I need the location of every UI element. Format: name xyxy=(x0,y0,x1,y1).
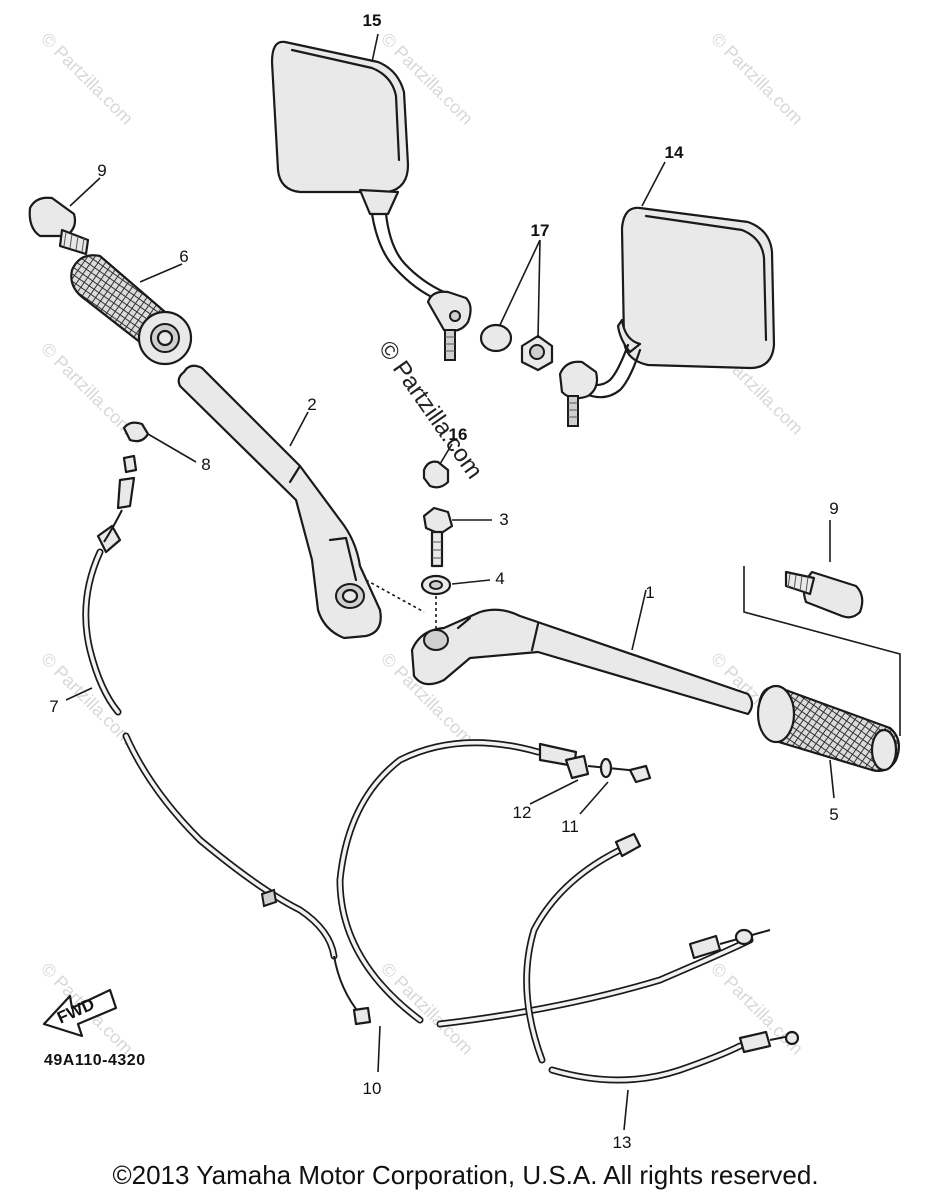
callout-7: 7 xyxy=(49,697,58,716)
callout-15: 15 xyxy=(363,11,382,30)
callout-9-right: 9 xyxy=(829,499,838,518)
leader-lines xyxy=(65,33,835,1131)
watermark: © Partzilla.com xyxy=(377,959,477,1059)
mirror-left xyxy=(270,40,472,361)
callout-5: 5 xyxy=(829,805,838,824)
callout-6: 6 xyxy=(179,247,188,266)
callout-1: 1 xyxy=(645,583,654,602)
callout-16: 16 xyxy=(449,425,468,444)
watermarks: © Partzilla.com © Partzilla.com © Partzi… xyxy=(37,29,807,1059)
throttle-cable xyxy=(336,739,771,1028)
diagram-code: 49A110-4320 xyxy=(44,1052,146,1069)
cable-13 xyxy=(523,832,800,1084)
callout-12: 12 xyxy=(513,803,532,822)
mirror-adapters xyxy=(479,323,554,372)
callout-2: 2 xyxy=(307,395,316,414)
callout-10: 10 xyxy=(363,1079,382,1098)
grip-left xyxy=(70,254,193,366)
grip-end-left xyxy=(28,196,90,256)
clutch-cable xyxy=(82,454,372,1026)
callout-4: 4 xyxy=(495,569,504,588)
grip-end-right xyxy=(743,566,901,736)
callout-3: 3 xyxy=(499,510,508,529)
copyright-notice: ©2013 Yamaha Motor Corporation, U.S.A. A… xyxy=(112,1160,819,1190)
bolt-assembly xyxy=(365,460,454,630)
watermark: © Partzilla.com xyxy=(37,339,137,439)
callout-9-left: 9 xyxy=(97,161,106,180)
callout-17: 17 xyxy=(531,221,550,240)
callout-11: 11 xyxy=(561,817,579,836)
grip-right xyxy=(756,684,901,772)
callout-13: 13 xyxy=(613,1133,632,1152)
cable-clip xyxy=(122,421,150,443)
watermark: © Partzilla.com xyxy=(37,29,137,129)
watermark: © Partzilla.com xyxy=(707,29,807,129)
throttle-adjuster xyxy=(564,754,652,784)
callout-numbers: 15 14 17 9 6 2 8 16 3 4 1 9 5 7 12 11 10… xyxy=(49,11,838,1152)
callout-14: 14 xyxy=(665,143,684,162)
mirror-right xyxy=(558,206,776,427)
handlebar-left xyxy=(177,364,382,640)
handlebar-right xyxy=(410,608,754,716)
callout-8: 8 xyxy=(201,455,210,474)
